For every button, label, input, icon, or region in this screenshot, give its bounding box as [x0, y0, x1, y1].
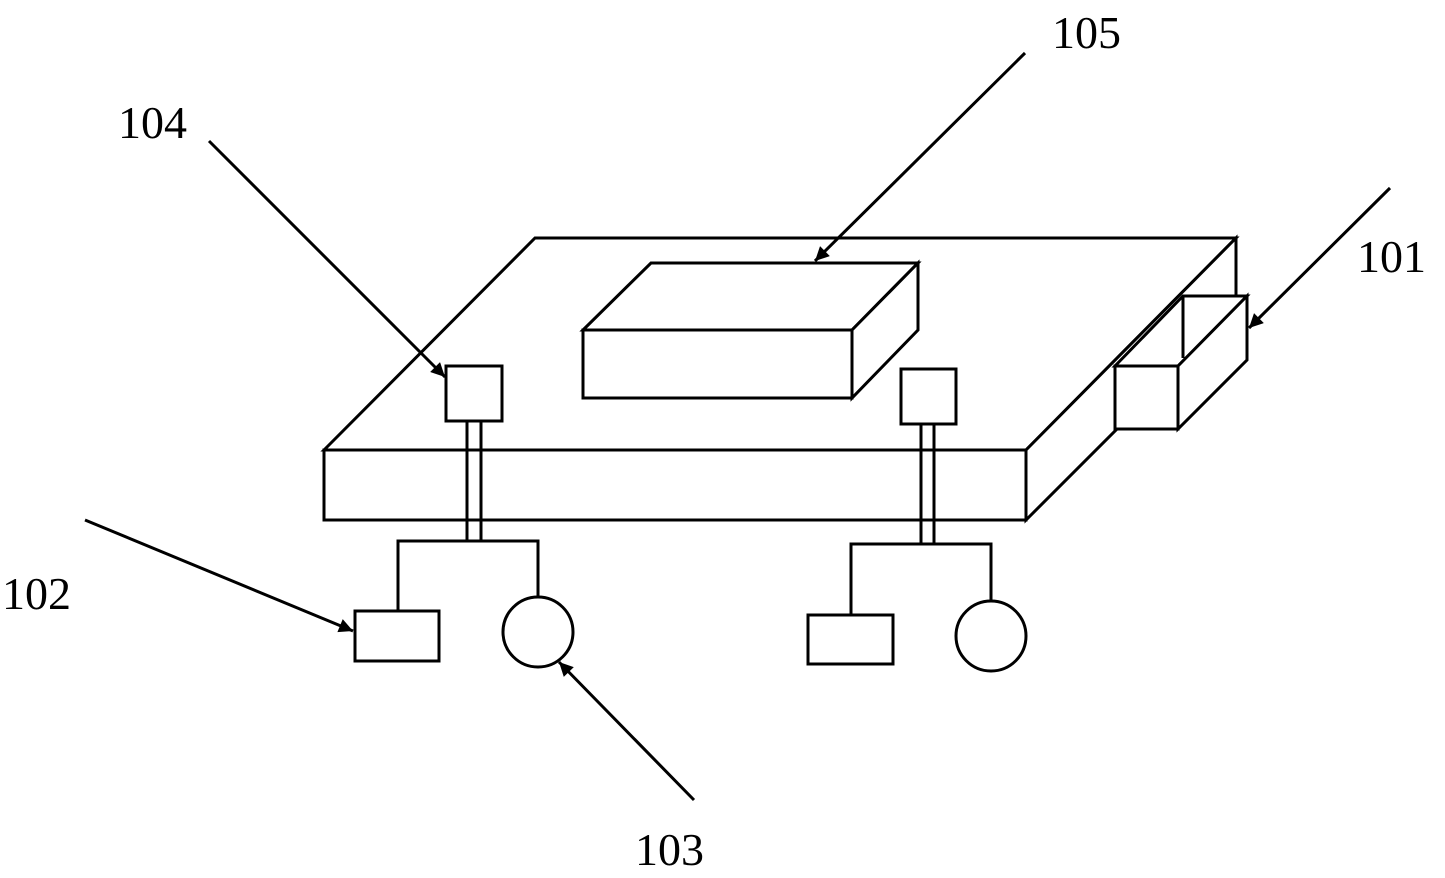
- left-rect-component-102: [355, 611, 439, 661]
- right-branch: [851, 544, 991, 615]
- arrow-102: [85, 520, 353, 631]
- left-branch: [398, 541, 538, 611]
- top-box-105: [583, 263, 918, 398]
- arrow-103: [559, 662, 694, 800]
- label-105: 105: [1052, 7, 1121, 58]
- arrow-104: [209, 141, 445, 377]
- label-104: 104: [118, 97, 187, 148]
- right-rect-component: [808, 615, 893, 664]
- label-103: 103: [635, 824, 704, 875]
- label-101: 101: [1357, 231, 1426, 282]
- label-102: 102: [2, 568, 71, 619]
- right-mount-block: [901, 369, 956, 424]
- arrow-105: [815, 53, 1025, 261]
- side-box-front-face: [1115, 366, 1178, 429]
- left-circle-component-103: [503, 597, 573, 667]
- top-box-front-face: [583, 330, 852, 398]
- left-mount-block-104: [446, 366, 502, 421]
- right-circle-component: [956, 601, 1026, 671]
